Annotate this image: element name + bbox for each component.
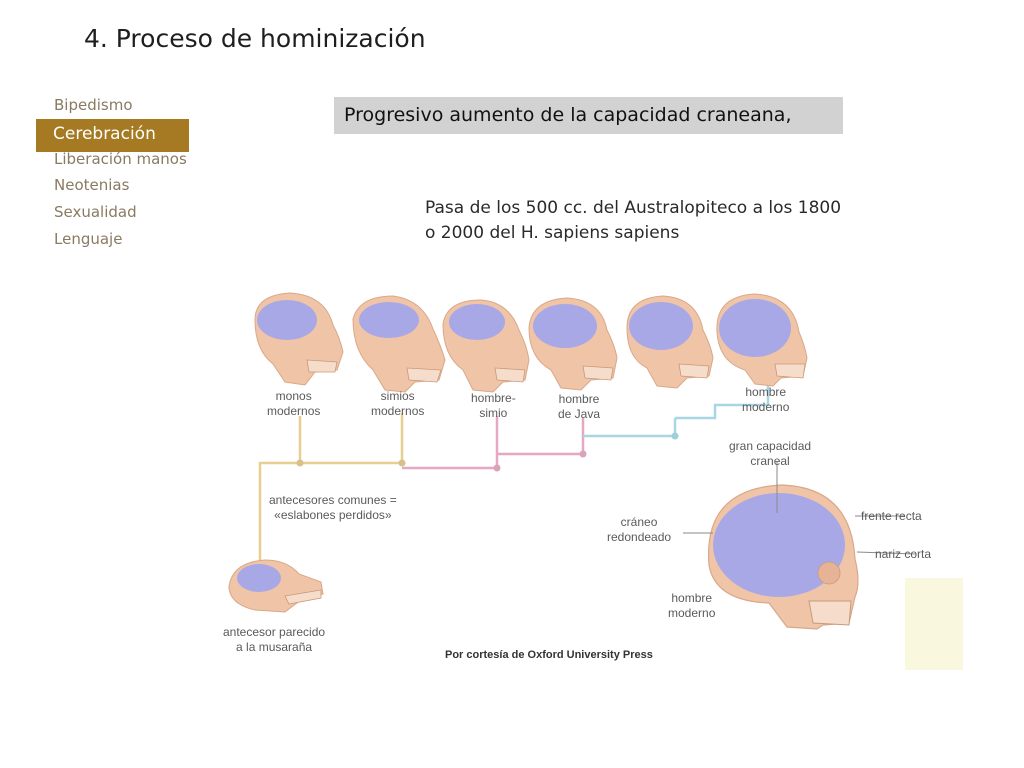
- label-hombre-simio: hombre-simio: [471, 391, 516, 420]
- branch-line-pink-2: [497, 418, 585, 456]
- skull-intermedio: [626, 295, 714, 389]
- skull-hombre-simio: [442, 299, 530, 393]
- skull-simios-modernos: [352, 295, 446, 393]
- branch-node: [579, 450, 587, 458]
- skull-hombre-moderno-small: [716, 293, 808, 387]
- body-text: Pasa de los 500 cc. del Australopiteco a…: [425, 198, 842, 243]
- topic-nav: Bipedismo Cerebración Liberación manos N…: [0, 92, 200, 262]
- nav-item-liberacion-manos[interactable]: Liberación manos: [54, 150, 187, 168]
- nav-item-lenguaje[interactable]: Lenguaje: [54, 230, 123, 248]
- figure-credit: Por cortesía de Oxford University Press: [445, 649, 653, 661]
- branch-node: [493, 464, 501, 472]
- skull-monos-modernos: [254, 292, 344, 386]
- branch-node: [398, 459, 406, 467]
- branch-line-pink: [402, 416, 499, 470]
- label-antecesores-comunes: antecesores comunes =«eslabones perdidos…: [269, 493, 397, 522]
- nav-item-sexualidad[interactable]: Sexualidad: [54, 203, 137, 221]
- skull-hombre-de-java: [528, 297, 618, 391]
- branch-line-yellow-2: [300, 413, 404, 465]
- figure-graphic: [228, 292, 963, 670]
- label-nariz-corta: nariz corta: [875, 547, 932, 561]
- nav-item-bipedismo[interactable]: Bipedismo: [54, 96, 133, 114]
- heading-box: Progresivo aumento de la capacidad crane…: [334, 97, 843, 134]
- page-title: 4. Proceso de hominización: [84, 24, 426, 53]
- nav-item-neotenias[interactable]: Neotenias: [54, 176, 130, 194]
- branch-node: [296, 459, 304, 467]
- branch-line-yellow: [258, 416, 302, 563]
- branch-line-blue-2: [675, 374, 770, 420]
- callout-line-nariz: [856, 551, 916, 555]
- skull-antecesor-musarana: [228, 559, 324, 613]
- nav-item-cerebracion[interactable]: Cerebración: [36, 119, 189, 152]
- background-wash: [905, 578, 963, 670]
- label-frente-recta: frente recta: [861, 509, 922, 523]
- skull-hombre-moderno-large: [707, 484, 859, 630]
- branch-node: [671, 432, 679, 440]
